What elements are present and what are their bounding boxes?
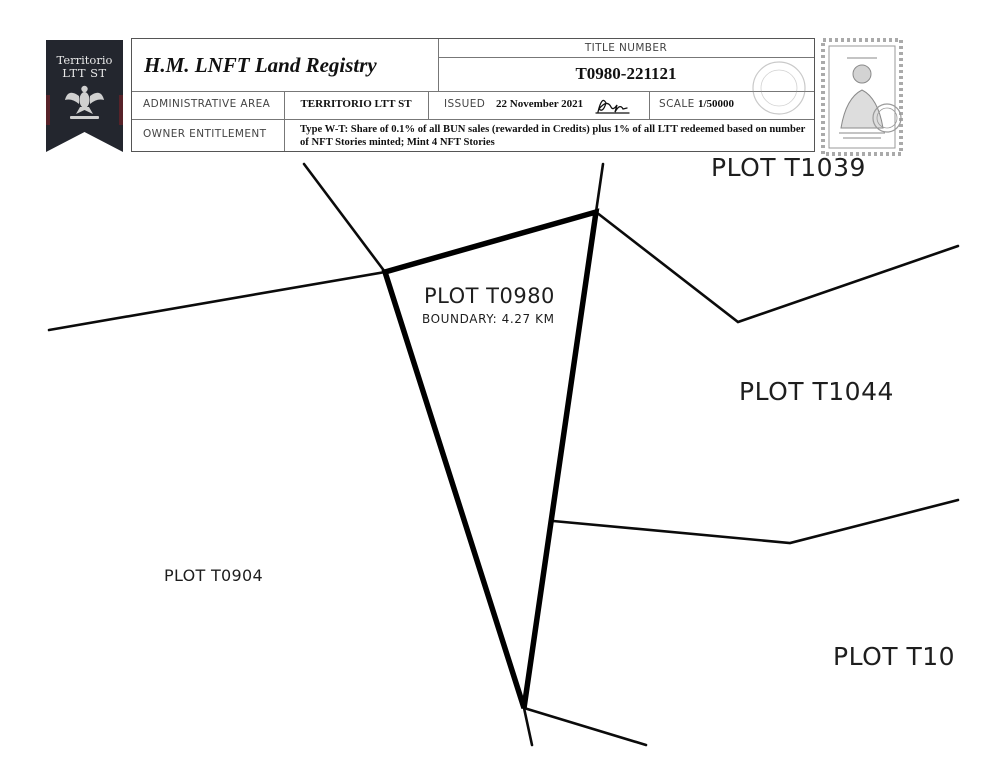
boundary-line-t10: [551, 498, 960, 545]
scale-label: SCALE: [659, 98, 695, 110]
boundary-line-west: [47, 270, 387, 332]
seal-watermark: [752, 61, 806, 115]
territory-badge: Territorio LTT ST: [46, 40, 123, 152]
boundary-line-southeast: [522, 706, 648, 747]
admin-area-value: TERRITORIO LTT ST: [300, 98, 412, 110]
issued-date: 22 November 2021: [496, 98, 584, 110]
postage-stamp: [821, 38, 903, 156]
owner-entitlement-label: OWNER ENTITLEMENT: [143, 128, 267, 140]
plot-t0980-boundary: [381, 208, 600, 709]
registry-title: H.M. LNFT Land Registry: [144, 53, 377, 77]
plot-label-t0980: PLOT T0980: [424, 284, 555, 308]
land-registry-panel: H.M. LNFT Land Registry TITLE NUMBER T09…: [131, 38, 815, 152]
plot-label-t1039: PLOT T1039: [711, 153, 866, 182]
plot-label-t0904: PLOT T0904: [164, 566, 263, 585]
signature-mark: [595, 99, 630, 114]
scale-value: 1/50000: [698, 98, 735, 110]
badge-territory-label: Territorio: [56, 53, 113, 67]
boundary-line-t1044: [594, 210, 960, 324]
plot-label-t10: PLOT T10: [833, 642, 956, 671]
plot-label-t1044: PLOT T1044: [739, 377, 894, 406]
boundary-line-south: [522, 706, 534, 747]
admin-area-label: ADMINISTRATIVE AREA: [143, 98, 271, 110]
plot-boundary-length: BOUNDARY: 4.27 KM: [422, 312, 555, 326]
title-number-label: TITLE NUMBER: [584, 42, 668, 54]
owner-entitlement-text: Type W-T: Share of 0.1% of all BUN sales…: [300, 124, 806, 148]
eagle-emblem-icon: [65, 85, 104, 119]
boundary-line-nw: [302, 162, 387, 274]
boundary-line-north: [594, 162, 605, 214]
badge-region-label: LTT ST: [62, 66, 107, 80]
issued-label: ISSUED: [444, 98, 486, 110]
title-number-value: T0980-221121: [575, 64, 677, 83]
